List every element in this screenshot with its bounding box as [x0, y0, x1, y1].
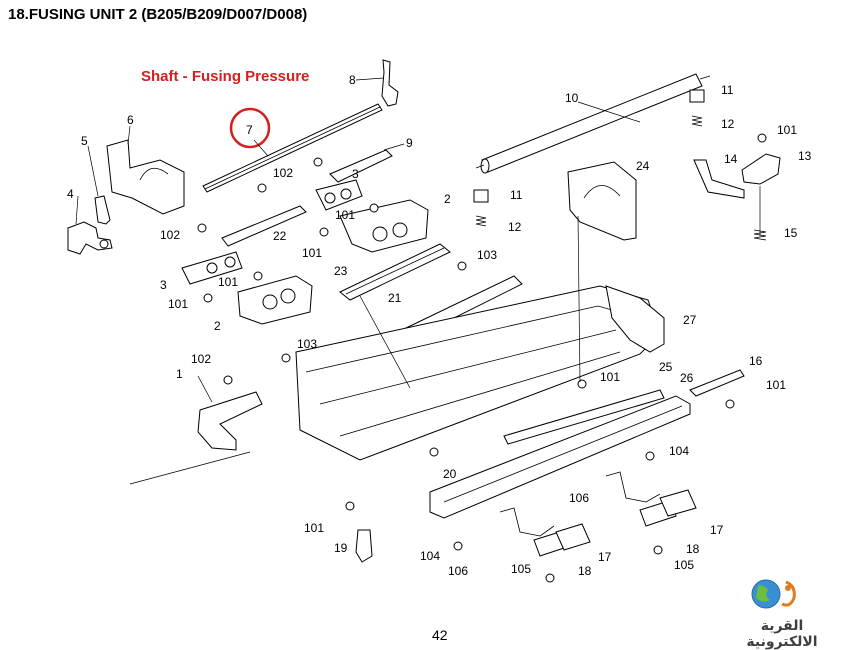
bearing-bracket-part-2-upper[interactable] [339, 199, 429, 253]
sheet-part-17-right[interactable] [659, 489, 697, 517]
callout-label: 14 [724, 152, 738, 166]
callout-label: 17 [598, 550, 612, 564]
callout-label: 25 [659, 360, 673, 374]
callout-label: 104 [420, 549, 440, 563]
callout-label: 106 [448, 564, 468, 578]
bracket-part-1[interactable] [197, 391, 263, 451]
callout-label: 27 [683, 313, 697, 327]
callout-label: 18 [578, 564, 592, 578]
callout-label: 4 [67, 187, 74, 201]
callout-label: 10 [565, 91, 579, 105]
guide-part-25[interactable] [503, 389, 665, 445]
callout-label: 101 [600, 370, 620, 384]
lever-part-4[interactable] [67, 221, 113, 255]
callout-label: 101 [766, 378, 786, 392]
callout-label: 24 [636, 159, 650, 173]
callout-label: 104 [669, 444, 689, 458]
callout-label: 105 [511, 562, 531, 576]
leader-lines [75, 77, 761, 485]
callout-label: 102 [191, 352, 211, 366]
callout-label: 101 [335, 208, 355, 222]
callout-label: 11 [510, 188, 523, 202]
lever-part-13[interactable] [741, 153, 781, 185]
callout-label: 26 [680, 371, 694, 385]
logo-text: القرية الالكترونية [746, 618, 818, 650]
site-logo: القرية الالكترونية [726, 574, 842, 650]
callout-label: 22 [273, 229, 287, 243]
callout-label: 105 [674, 558, 694, 572]
callout-label: 2 [214, 319, 221, 333]
heat-roller-part[interactable] [475, 73, 711, 174]
callout-label: 12 [508, 220, 522, 234]
bracket-part-16[interactable] [689, 369, 745, 397]
harness-part-106-right[interactable] [605, 471, 661, 503]
lever-part-8[interactable] [381, 59, 399, 107]
spring-part-12-left[interactable] [475, 215, 487, 227]
callout-label: 19 [334, 541, 348, 555]
callout-label: 6 [127, 113, 134, 127]
lower-guide-part-26[interactable] [429, 395, 691, 519]
callout-label: 9 [406, 136, 413, 150]
part-annotation: Shaft - Fusing Pressure [141, 68, 310, 85]
bearing-part-3-upper[interactable] [315, 179, 363, 211]
callout-label: 12 [721, 117, 735, 131]
guide-plate-part-23[interactable] [339, 243, 451, 301]
bushing-part-11-right[interactable] [689, 89, 705, 103]
callout-label: 16 [749, 354, 763, 368]
callout-label: 103 [297, 337, 317, 351]
callout-label: 13 [798, 149, 812, 163]
callout-label: 102 [273, 166, 293, 180]
callout-label: 101 [777, 123, 797, 137]
callout-label: 101 [168, 297, 188, 311]
bearing-bracket-part-2-lower[interactable] [237, 275, 313, 325]
callout-label: 17 [710, 523, 724, 537]
globe-icon [751, 579, 796, 609]
callout-label: 23 [334, 264, 348, 278]
callout-label: 7 [246, 123, 253, 137]
bracket-part-24[interactable] [567, 161, 637, 241]
callout-labels: 1 2 2 3 3 4 5 6 7 8 9 10 11 11 12 12 13 … [67, 73, 812, 578]
sheet-part-17-left[interactable] [555, 523, 591, 551]
bushing-part-11-left[interactable] [473, 189, 489, 203]
callout-label: 103 [477, 248, 497, 262]
callout-label: 101 [304, 521, 324, 535]
callout-label: 101 [302, 246, 322, 260]
spring-part-12-right[interactable] [691, 115, 703, 127]
highlight-circle [229, 107, 271, 149]
plate-part-9[interactable] [329, 149, 393, 183]
harness-part-106-left[interactable] [499, 507, 555, 537]
callout-label: 21 [388, 291, 402, 305]
callout-label: 11 [721, 83, 734, 97]
page-title: 18.FUSING UNIT 2 (B205/B209/D007/D008) [8, 6, 308, 23]
callout-label: 3 [160, 278, 167, 292]
screws [197, 133, 767, 583]
plate-part-22[interactable] [221, 205, 307, 247]
callout-label: 3 [352, 167, 359, 181]
callout-label: 102 [160, 228, 180, 242]
callout-label: 8 [349, 73, 356, 87]
callout-label: 2 [444, 192, 451, 206]
callout-label: 1 [176, 367, 183, 381]
bearing-part-3-lower[interactable] [181, 251, 243, 285]
bracket-part-5[interactable] [94, 195, 111, 225]
callout-label: 20 [443, 467, 457, 481]
pressure-shaft-part[interactable] [202, 103, 383, 193]
callout-label: 101 [218, 275, 238, 289]
side-bracket-part-27[interactable] [605, 285, 665, 353]
callout-label: 5 [81, 134, 88, 148]
lever-part-19[interactable] [355, 529, 373, 563]
arm-part-14[interactable] [693, 159, 745, 199]
callout-label: 106 [569, 491, 589, 505]
callout-label: 15 [784, 226, 798, 240]
page-number: 42 [432, 627, 448, 643]
callout-label: 18 [686, 542, 700, 556]
side-frame-part-6[interactable] [106, 139, 185, 215]
